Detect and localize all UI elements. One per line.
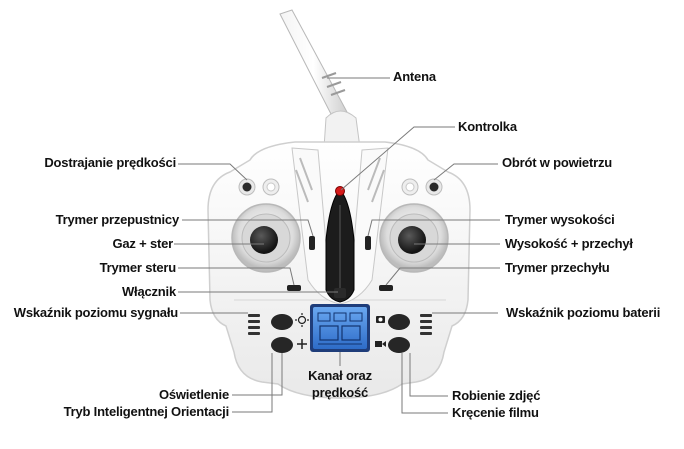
photo-button[interactable]	[388, 314, 410, 330]
label-wlacznik: Włącznik	[121, 284, 176, 299]
video-button[interactable]	[388, 337, 410, 353]
left-stick[interactable]	[231, 203, 301, 273]
video-camera-icon	[375, 341, 386, 347]
camera-icon	[376, 316, 385, 323]
plus-icon	[297, 339, 307, 349]
label-trymer-wysokosci: Trymer wysokości	[505, 212, 615, 227]
label-oswietlenie: Oświetlenie	[158, 387, 229, 402]
speed-tune-button[interactable]	[238, 178, 256, 196]
throttle-trim[interactable]	[309, 236, 315, 250]
light-icon	[295, 313, 309, 327]
label-kanal-line1: Kanał oraz	[308, 368, 372, 383]
label-wskaznik-baterii: Wskaźnik poziomu baterii	[506, 305, 661, 320]
label-wysokosc-przechyl: Wysokość + przechył	[505, 236, 633, 251]
roll-trim[interactable]	[379, 285, 393, 291]
label-antena: Antena	[393, 69, 436, 84]
label-dostrajanie: Dostrajanie prędkości	[44, 155, 176, 170]
battery-level-indicator	[420, 314, 432, 335]
label-trymer-przechylu: Trymer przechyłu	[505, 260, 610, 275]
light-button[interactable]	[271, 314, 293, 330]
rudder-trim[interactable]	[287, 285, 301, 291]
leader-lines	[174, 77, 500, 414]
power-switch[interactable]	[334, 288, 346, 298]
headless-mode-button[interactable]	[271, 337, 293, 353]
label-tryb: Tryb Inteligentnej Orientacji	[63, 404, 230, 419]
altitude-trim[interactable]	[365, 236, 371, 250]
label-kanal-line2: prędkość	[311, 385, 369, 400]
lcd-display	[310, 304, 370, 352]
flip-button[interactable]	[425, 178, 443, 196]
antenna	[279, 9, 361, 149]
label-krecenie: Kręcenie filmu	[452, 405, 539, 420]
left-round-button[interactable]	[262, 178, 280, 196]
right-stick[interactable]	[379, 203, 449, 273]
label-kontrolka: Kontrolka	[458, 119, 517, 134]
label-wskaznik-sygnalu: Wskaźnik poziomu sygnału	[13, 305, 178, 320]
label-trymer-steru: Trymer steru	[99, 260, 177, 275]
label-robienie: Robienie zdjęć	[452, 388, 541, 403]
label-gaz-ster: Gaz + ster	[112, 236, 173, 251]
label-obrot: Obrót w powietrzu	[502, 155, 612, 170]
signal-level-indicator	[248, 314, 260, 335]
label-trymer-przepustnicy: Trymer przepustnicy	[55, 212, 180, 227]
right-round-button[interactable]	[401, 178, 419, 196]
